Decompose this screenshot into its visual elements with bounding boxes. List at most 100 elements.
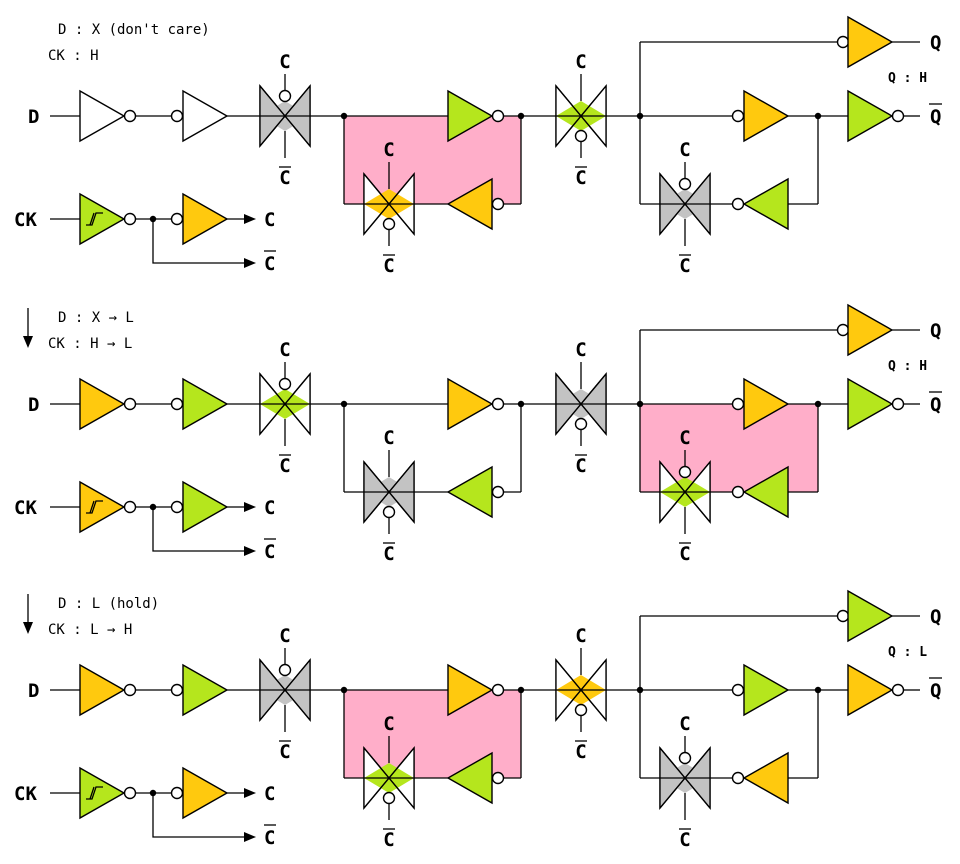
d-input-path: DCC xyxy=(28,339,448,477)
master-latch: CC xyxy=(343,377,560,565)
tgate-label-c: C xyxy=(575,51,586,73)
schmitt-hysteresis-icon xyxy=(89,500,95,514)
q-state-note: Q : H xyxy=(888,359,927,374)
inversion-bubble xyxy=(491,397,505,411)
slave-feedback-transmission-gate: CC xyxy=(659,713,711,851)
gate-triangle xyxy=(79,192,126,246)
tgate-label-c: C xyxy=(679,427,690,449)
master-feedback-inverter xyxy=(446,177,493,231)
gate-triangle xyxy=(447,89,494,143)
master-feedback-transmission-gate: CC xyxy=(363,713,415,851)
inversion-bubble xyxy=(278,663,292,677)
inversion-bubble xyxy=(491,485,505,499)
gate-triangle xyxy=(847,89,894,143)
outputs: QQQ : L xyxy=(640,589,942,717)
slave-latch: CC xyxy=(636,330,848,565)
inversion-bubble xyxy=(731,109,745,123)
d-input-inverter xyxy=(79,89,126,143)
tgate-label-cbar: C xyxy=(383,255,394,277)
tgate-label-cbar: C xyxy=(383,829,394,851)
slave-feedback-transmission-gate: CC xyxy=(659,427,711,565)
tgate-label-cbar: C xyxy=(679,255,690,277)
label-qbar: Q xyxy=(930,680,941,702)
inversion-bubble xyxy=(123,212,137,226)
inversion-bubble xyxy=(278,89,292,103)
tgate-label-c: C xyxy=(575,339,586,361)
tgate-label-c: C xyxy=(383,427,394,449)
inversion-bubble xyxy=(891,397,905,411)
gate-triangle xyxy=(743,663,790,717)
gate-triangle xyxy=(847,589,894,643)
tgate-label-cbar: C xyxy=(575,741,586,763)
inversion-bubble xyxy=(170,212,184,226)
inversion-bubble xyxy=(731,397,745,411)
inversion-bubble xyxy=(731,771,745,785)
outputs: QQQ : H xyxy=(640,15,942,143)
label-ck: CK xyxy=(14,497,37,519)
slave-latch: CC xyxy=(636,42,848,277)
d-input-inverter xyxy=(79,663,126,717)
ck-schmitt-inverter xyxy=(79,480,126,534)
slave-feedback-inverter xyxy=(742,751,789,805)
ck-buffer xyxy=(182,480,229,534)
master-latch: CC xyxy=(343,663,560,851)
d-input-inverter xyxy=(79,377,126,431)
state-notes: D : X → LCK : H → L xyxy=(23,308,134,352)
master-feedback-transmission-gate: CC xyxy=(363,139,415,277)
cbar-branch-wire xyxy=(152,507,246,552)
gate-triangle xyxy=(743,89,790,143)
master-slave-transmission-gate: CC xyxy=(555,51,607,189)
clock-output-cbar: C xyxy=(264,541,275,563)
d-input-buffer xyxy=(182,663,229,717)
gate-triangle xyxy=(742,751,789,805)
clock-output-c: C xyxy=(264,497,275,519)
inversion-bubble xyxy=(836,609,850,623)
gate-triangle xyxy=(743,377,790,431)
inversion-bubble xyxy=(123,786,137,800)
q-output-buffer xyxy=(847,589,894,643)
note-d-state: D : L (hold) xyxy=(58,596,159,612)
arrow-right-icon xyxy=(244,788,256,798)
tgate-label-c: C xyxy=(575,625,586,647)
tgate-label-cbar: C xyxy=(575,167,586,189)
tgate-label-cbar: C xyxy=(279,455,290,477)
master-latch: CC xyxy=(343,89,560,277)
inversion-bubble xyxy=(491,771,505,785)
d-input-path: DCC xyxy=(28,51,448,189)
input-transmission-gate: CC xyxy=(259,339,311,477)
master-feedback-transmission-gate: CC xyxy=(363,427,415,565)
gate-triangle xyxy=(182,480,229,534)
tgate-label-c: C xyxy=(383,713,394,735)
tgate-label-cbar: C xyxy=(279,741,290,763)
slave-feedback-transmission-gate: CC xyxy=(659,139,711,277)
d-input-buffer xyxy=(182,377,229,431)
inversion-bubble xyxy=(836,35,850,49)
state-notes: D : X (don't care)CK : H xyxy=(48,22,210,64)
gate-triangle xyxy=(182,766,229,820)
q-state-note: Q : L xyxy=(888,645,927,660)
inversion-bubble xyxy=(891,683,905,697)
clock-path: CK CC xyxy=(14,480,276,563)
tgate-label-c: C xyxy=(383,139,394,161)
slave-forward-buffer xyxy=(743,663,790,717)
inversion-bubble xyxy=(731,197,745,211)
tgate-label-cbar: C xyxy=(679,543,690,565)
inversion-bubble xyxy=(731,683,745,697)
qbar-output-inverter xyxy=(847,89,894,143)
clock-output-cbar: C xyxy=(264,253,275,275)
schmitt-hysteresis-icon xyxy=(89,786,95,800)
master-slave-transmission-gate: CC xyxy=(555,625,607,763)
time-arrow-down-icon xyxy=(23,622,33,634)
ck-schmitt-inverter xyxy=(79,766,126,820)
inversion-bubble xyxy=(678,177,692,191)
gate-triangle xyxy=(847,377,894,431)
slave-forward-buffer xyxy=(743,89,790,143)
inversion-bubble xyxy=(491,109,505,123)
inversion-bubble xyxy=(170,500,184,514)
label-qbar: Q xyxy=(930,394,941,416)
gate-triangle xyxy=(182,192,229,246)
